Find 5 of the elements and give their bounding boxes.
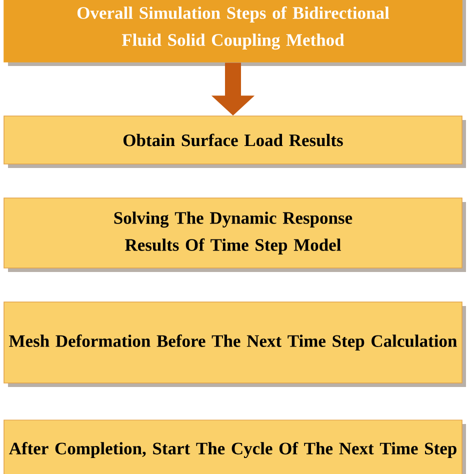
step-box: Mesh Deformation Before The Next Time Step Calculation — [4, 302, 466, 387]
step-box: Obtain Surface Load Results — [4, 116, 466, 168]
title-box: Overall Simulation Steps of Bidirectional Fluid Solid Coupling Method — [4, 0, 466, 66]
step-box: Solving The Dynamic Response Results Of Time Step Model — [4, 198, 466, 272]
step-box: After Completion, Start The Cycle Of The Next Time Step — [4, 420, 466, 474]
